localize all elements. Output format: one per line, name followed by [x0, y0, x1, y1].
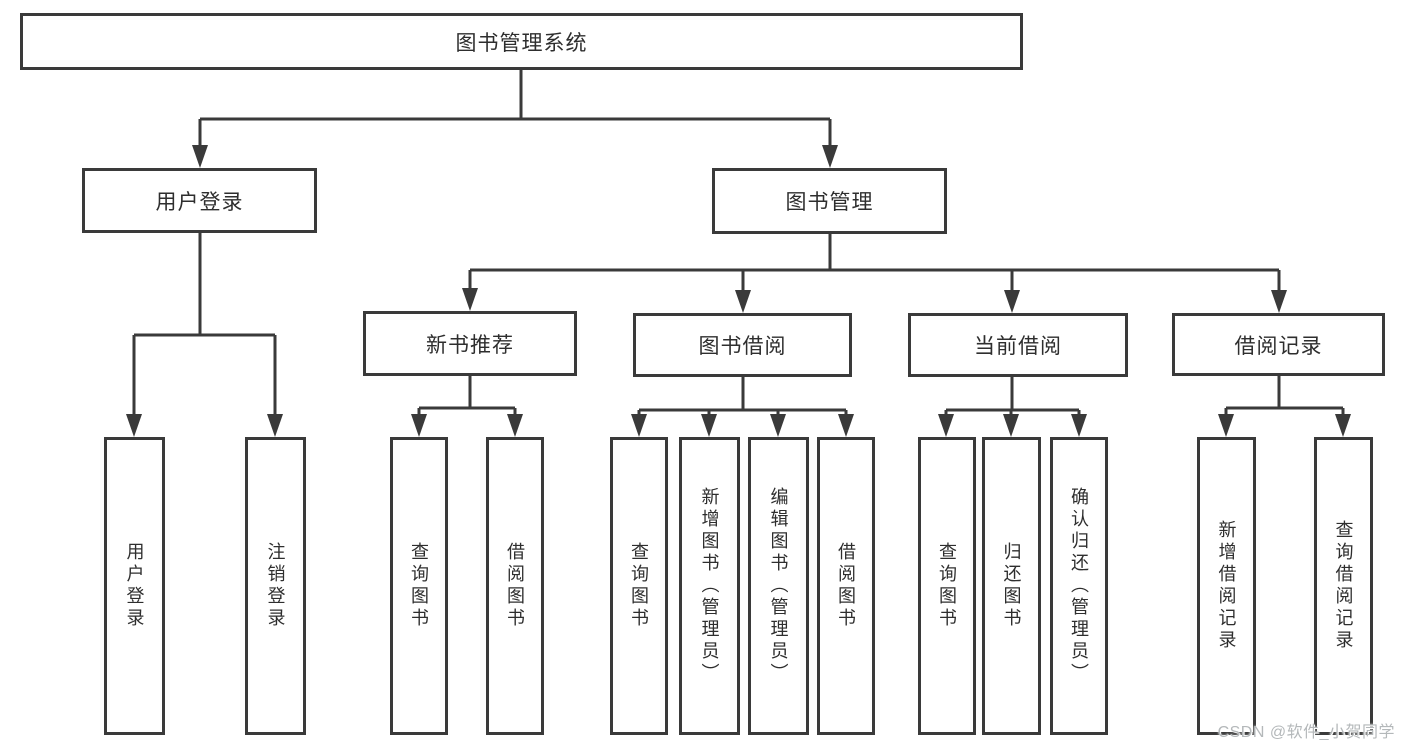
node-book-borrowing-label: 图书借阅: [698, 335, 787, 358]
leaf-logout: 注销登录: [245, 437, 306, 735]
arrowhead-icon: [192, 145, 208, 168]
arrowhead-icon: [631, 414, 647, 437]
arrowhead-icon: [1004, 290, 1020, 313]
leaf-return-book: 归还图书: [982, 437, 1041, 735]
node-book-management-label: 图书管理: [785, 191, 874, 214]
node-current-borrowing-label: 当前借阅: [974, 335, 1062, 358]
arrowhead-icon: [1335, 414, 1351, 437]
connector-path: [944, 377, 1081, 421]
leaf-borrow-books-b: 借阅图书: [817, 437, 875, 735]
arrowhead-icon: [1071, 414, 1087, 437]
connector-path: [637, 377, 848, 421]
arrowhead-icon: [701, 414, 717, 437]
node-new-book-recommend: 新书推荐: [363, 311, 577, 376]
arrowhead-icon: [411, 414, 427, 437]
arrowhead-icon: [1218, 414, 1234, 437]
node-user-login: 用户登录: [82, 168, 317, 233]
arrowhead-icon: [267, 414, 283, 437]
csdn-watermark: CSDN @软件_小贺同学: [1217, 724, 1395, 741]
leaf-edit-book-admin: 编辑图书（管理员）: [748, 437, 809, 735]
leaf-query-books-a-label: 查询图书: [409, 542, 429, 630]
node-book-management: 图书管理: [712, 168, 947, 234]
arrowhead-icon: [1271, 290, 1287, 313]
leaf-query-borrow-record-label: 查询借阅记录: [1333, 520, 1354, 652]
leaf-query-books-a: 查询图书: [390, 437, 448, 735]
arrowhead-icon: [507, 414, 523, 437]
arrowhead-icon: [838, 414, 854, 437]
node-borrow-records-label: 借阅记录: [1234, 334, 1323, 358]
arrowhead-icon: [938, 414, 954, 437]
leaf-borrow-books-b-label: 借阅图书: [836, 542, 856, 630]
arrowhead-icon: [1003, 414, 1019, 437]
leaf-confirm-return-admin: 确认归还（管理员）: [1050, 437, 1108, 735]
arrowhead-icon: [770, 414, 786, 437]
arrowhead-icon: [822, 145, 838, 168]
connector-path: [468, 234, 1281, 297]
node-borrow-records: 借阅记录: [1172, 313, 1385, 376]
leaf-add-borrow-record-label: 新增借阅记录: [1216, 520, 1237, 652]
leaf-add-book-admin-label: 新增图书（管理员）: [699, 487, 720, 685]
leaf-user-login: 用户登录: [104, 437, 165, 735]
leaf-logout-label: 注销登录: [265, 542, 286, 630]
leaf-query-borrow-record: 查询借阅记录: [1314, 437, 1373, 735]
arrowhead-icon: [735, 290, 751, 313]
leaf-user-login-label: 用户登录: [124, 542, 145, 630]
leaf-return-book-label: 归还图书: [1001, 542, 1022, 630]
node-root: 图书管理系统: [20, 13, 1023, 70]
leaf-query-books-c: 查询图书: [918, 437, 976, 735]
leaf-query-books-b: 查询图书: [610, 437, 668, 735]
leaf-borrow-books-a-label: 借阅图书: [505, 542, 525, 630]
connector-path: [132, 233, 277, 421]
node-user-login-label: 用户登录: [155, 190, 244, 214]
node-book-borrowing: 图书借阅: [633, 313, 852, 377]
arrowhead-icon: [126, 414, 142, 437]
leaf-confirm-return-admin-label: 确认归还（管理员）: [1069, 487, 1089, 685]
node-new-book-recommend-label: 新书推荐: [426, 333, 514, 357]
node-root-label: 图书管理系统: [455, 31, 588, 55]
leaf-edit-book-admin-label: 编辑图书（管理员）: [768, 487, 789, 685]
connector-path: [1224, 376, 1345, 421]
leaf-borrow-books-a: 借阅图书: [486, 437, 544, 735]
leaf-add-borrow-record: 新增借阅记录: [1197, 437, 1256, 735]
leaf-query-books-c-label: 查询图书: [937, 542, 957, 630]
connector-path: [198, 70, 832, 152]
arrowhead-icon: [462, 288, 478, 311]
leaf-add-book-admin: 新增图书（管理员）: [679, 437, 740, 735]
connector-path: [417, 376, 517, 421]
node-current-borrowing: 当前借阅: [908, 313, 1128, 377]
leaf-query-books-b-label: 查询图书: [629, 542, 649, 630]
